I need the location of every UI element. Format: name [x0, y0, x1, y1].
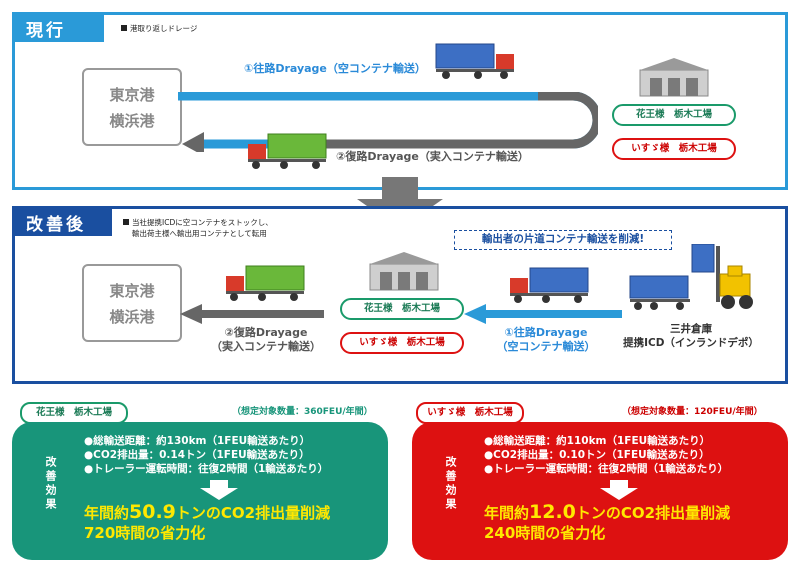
improved-isuzu-factory-badge: いすゞ様 栃木工場 [340, 332, 464, 354]
green-container-truck-icon [226, 265, 305, 301]
list-item: ●トレーラー運転時間：往復2時間（1輸送あたり） [84, 463, 329, 475]
effect-vertical-label: 改善効果 [444, 456, 457, 512]
improved-kao-factory-badge: 花王様 栃木工場 [340, 298, 464, 320]
effect-isuzu-volume: （想定対象数量：120FEU/年間） [622, 407, 763, 417]
port-name-2: 横浜港 [109, 112, 155, 130]
current-outbound-label: ①往路Drayage（空コンテナ輸送） [244, 62, 426, 75]
current-port-box: 東京港 横浜港 [82, 68, 182, 146]
effect-kao-card: 改善効果 ●総輸送距離：約130km（1FEU輸送あたり） ●CO2排出量：0.… [12, 422, 388, 560]
effect-kao-list: ●総輸送距離：約130km（1FEU輸送あたり） ●CO2排出量：0.14トン（… [84, 434, 328, 476]
improved-note: 当社提携ICDに空コンテナをストックし、 輸出荷主様へ輸出用コンテナとして転用 [123, 217, 273, 239]
list-item: ●トレーラー運転時間：往復2時間（1輸送あたり） [484, 463, 729, 475]
current-note: 港取り返しドレージ [121, 23, 197, 34]
result-down-arrow [600, 480, 638, 500]
improved-callout: 輸出者の片道コンテナ輸送を削減! [454, 230, 672, 250]
factory-icon [639, 58, 709, 97]
effect-isuzu-label: いすゞ様 栃木工場 [416, 402, 524, 424]
current-kao-factory-badge: 花王様 栃木工場 [612, 104, 736, 126]
blue-container-truck-icon [435, 43, 514, 79]
green-container-truck-icon [248, 133, 327, 169]
current-isuzu-factory-badge: いすゞ様 栃木工場 [612, 138, 736, 160]
depot-label: 三井倉庫 提携ICD（インランドデポ） [623, 323, 759, 349]
current-return-label: ②復路Drayage（実入コンテナ輸送） [336, 150, 529, 163]
blue-container-truck-icon [510, 267, 589, 303]
current-flow-arrow [178, 92, 598, 152]
improved-return-label: ②復路Drayage （実入コンテナ輸送） [211, 326, 321, 353]
improved-port-box: 東京港 横浜港 [82, 264, 182, 342]
effect-kao-label: 花王様 栃木工場 [20, 402, 128, 424]
effect-kao-volume: （想定対象数量：360FEU/年間） [232, 407, 373, 417]
effect-kao-headline: 年間約50.9トンのCO2排出量削減 720時間の省力化 [84, 501, 331, 542]
list-item: ●CO2排出量：0.10トン（1FEU輸送あたり） [484, 449, 710, 461]
list-item: ●総輸送距離：約110km（1FEU輸送あたり） [484, 435, 711, 447]
port-name-1: 東京港 [109, 282, 155, 300]
list-item: ●CO2排出量：0.14トン（1FEU輸送あたり） [84, 449, 310, 461]
effect-isuzu-headline: 年間約12.0トンのCO2排出量削減 240時間の省力化 [484, 501, 731, 542]
improved-return-arrow [180, 304, 324, 324]
result-down-arrow [200, 480, 238, 500]
improved-outbound-arrow [464, 304, 622, 324]
effect-isuzu-list: ●総輸送距離：約110km（1FEU輸送あたり） ●CO2排出量：0.10トン（… [484, 434, 728, 476]
port-name-2: 横浜港 [109, 308, 155, 326]
effect-isuzu-card: 改善効果 ●総輸送距離：約110km（1FEU輸送あたり） ●CO2排出量：0.… [412, 422, 788, 560]
current-tag: 現行 [12, 12, 104, 42]
list-item: ●総輸送距離：約130km（1FEU輸送あたり） [84, 435, 311, 447]
improved-tag: 改善後 [12, 206, 112, 236]
improved-outbound-label: ①往路Drayage （空コンテナ輸送） [496, 326, 596, 353]
factory-icon [369, 252, 439, 291]
icd-depot-forklift-icon [629, 244, 753, 310]
effect-vertical-label: 改善効果 [44, 456, 57, 512]
port-name-1: 東京港 [109, 86, 155, 104]
